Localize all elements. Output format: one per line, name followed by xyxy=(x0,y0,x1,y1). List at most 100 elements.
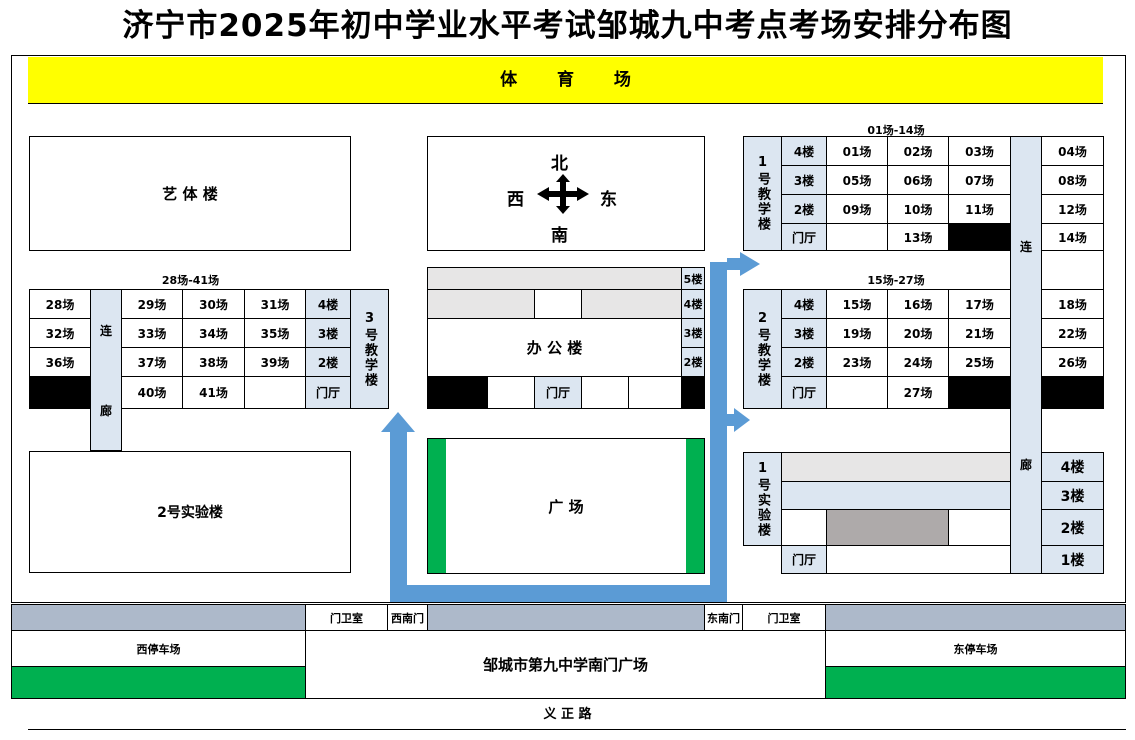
compass-south: 南 xyxy=(551,226,568,246)
east-parking: 东停车场 xyxy=(825,630,1126,667)
b3-floor-4: 4楼 xyxy=(305,289,351,319)
compass-west: 西 xyxy=(507,190,524,210)
room-01: 01场 xyxy=(826,136,888,166)
east-corridor: 连 廊 xyxy=(1010,136,1042,574)
east-corridor-label-bottom: 廊 xyxy=(1019,457,1032,472)
lab1-floor2-left xyxy=(781,509,827,546)
room-30: 30场 xyxy=(182,289,245,319)
lab1-floor-1: 1楼 xyxy=(1041,545,1104,574)
road-name: 义 正 路 xyxy=(543,707,592,722)
room-22: 22场 xyxy=(1041,318,1104,348)
b2-lobby: 门厅 xyxy=(781,376,827,409)
b1-empty-cell xyxy=(826,223,888,251)
room-40: 40场 xyxy=(121,376,183,409)
east-guard-room: 门卫室 xyxy=(742,604,826,631)
art-building: 艺 体 楼 xyxy=(29,136,351,251)
room-41: 41场 xyxy=(182,376,245,409)
lab1-floor-3: 3楼 xyxy=(1041,481,1104,510)
office-floor-3: 3楼 xyxy=(681,318,705,348)
room-10: 10场 xyxy=(887,194,949,224)
route-south xyxy=(407,585,727,602)
lab1-lobby: 门厅 xyxy=(781,545,827,574)
room-16: 16场 xyxy=(887,289,949,319)
building1-name: 1号教学楼 xyxy=(743,136,782,251)
office-lobby: 门厅 xyxy=(534,376,582,409)
room-20: 20场 xyxy=(887,318,949,348)
b2-empty-cell xyxy=(826,376,888,409)
southwest-gate: 西南门 xyxy=(387,604,428,631)
route-to-building1 xyxy=(727,258,742,270)
room-11: 11场 xyxy=(948,194,1011,224)
office-ground-b xyxy=(581,376,629,409)
b1-floor-4: 4楼 xyxy=(781,136,827,166)
room-29: 29场 xyxy=(121,289,183,319)
b1-floor-3: 3楼 xyxy=(781,165,827,195)
room-35: 35场 xyxy=(244,318,306,348)
lab1-floor4-space xyxy=(781,452,1011,482)
lab1-floor2-right xyxy=(948,509,1011,546)
lab1-name: 1号实验楼 xyxy=(743,452,782,546)
room-27: 27场 xyxy=(887,376,949,409)
b3-left-blocked xyxy=(29,376,91,409)
b2-floor-4: 4楼 xyxy=(781,289,827,319)
b3-floor-3: 3楼 xyxy=(305,318,351,348)
compass-east: 东 xyxy=(600,190,617,210)
route-to-building2 xyxy=(727,414,735,426)
west-wall-strip xyxy=(11,604,306,631)
east-parking-green xyxy=(825,666,1126,699)
lab2-building: 2号实验楼 xyxy=(29,451,351,573)
lab1-floor2-gray xyxy=(826,509,949,546)
lab1-floor-2: 2楼 xyxy=(1041,509,1104,546)
room-02: 02场 xyxy=(887,136,949,166)
room-15: 15场 xyxy=(826,289,888,319)
b2-floor-2: 2楼 xyxy=(781,347,827,377)
campus-boundary xyxy=(11,55,1126,603)
room-05: 05场 xyxy=(826,165,888,195)
room-23: 23场 xyxy=(826,347,888,377)
room-33: 33场 xyxy=(121,318,183,348)
room-37: 37场 xyxy=(121,347,183,377)
west-parking: 西停车场 xyxy=(11,630,306,667)
west-corridor-label-top: 连 xyxy=(99,323,112,338)
route-west-up xyxy=(390,430,407,602)
office-floor-4: 4楼 xyxy=(681,289,705,319)
compass-north: 北 xyxy=(551,154,568,174)
square: 广 场 xyxy=(427,438,705,574)
room-14: 14场 xyxy=(1041,223,1104,251)
building2-name: 2号教学楼 xyxy=(743,289,782,409)
west-guard-room: 门卫室 xyxy=(305,604,388,631)
office-building: 办 公 楼 xyxy=(427,318,682,377)
office-blocked-left xyxy=(427,376,488,409)
compass-cross-icon xyxy=(537,174,589,214)
b1-right-gap xyxy=(1041,250,1104,290)
office-floor-5: 5楼 xyxy=(681,267,705,290)
b2-floor-3: 3楼 xyxy=(781,318,827,348)
road-line xyxy=(28,729,1126,730)
compass-box xyxy=(427,136,705,251)
west-parking-green xyxy=(11,666,306,699)
office-floor4-left xyxy=(427,289,535,319)
room-06: 06场 xyxy=(887,165,949,195)
room-19: 19场 xyxy=(826,318,888,348)
lab1-floor3-space xyxy=(781,481,1011,510)
b2-right-blocked xyxy=(1041,376,1104,409)
office-blocked-right xyxy=(681,376,705,409)
room-28: 28场 xyxy=(29,289,91,319)
route-east-up xyxy=(710,262,727,602)
south-gate-square: 邹城市第九中学南门广场 xyxy=(305,630,826,699)
b3-empty-cell xyxy=(244,376,306,409)
room-13: 13场 xyxy=(887,223,949,251)
lab1-floor1-space xyxy=(826,545,1011,574)
b3-floor-2: 2楼 xyxy=(305,347,351,377)
office-floor4-mid xyxy=(534,289,582,319)
east-wall-strip xyxy=(825,604,1126,631)
southeast-gate: 东南门 xyxy=(704,604,743,631)
room-03: 03场 xyxy=(948,136,1011,166)
square-green-left xyxy=(428,439,446,573)
arrow-right-icon xyxy=(740,252,760,276)
room-04: 04场 xyxy=(1041,136,1104,166)
b1-floor-2: 2楼 xyxy=(781,194,827,224)
room-07: 07场 xyxy=(948,165,1011,195)
arrow-right-icon-2 xyxy=(734,408,750,432)
room-18: 18场 xyxy=(1041,289,1104,319)
